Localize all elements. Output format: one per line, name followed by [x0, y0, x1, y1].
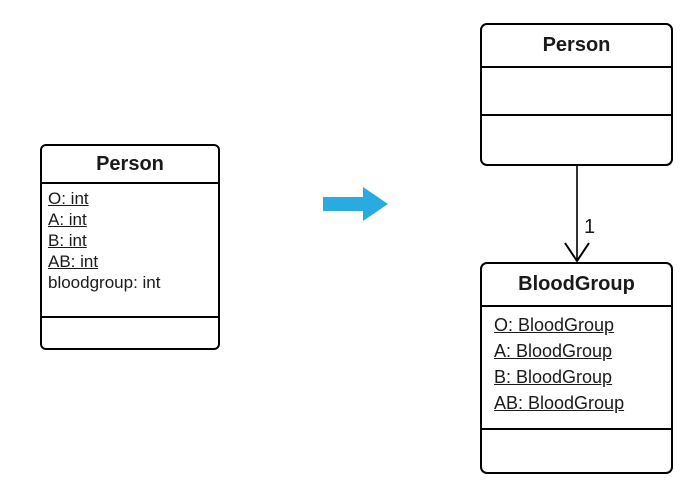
methods-compartment-empty — [482, 430, 671, 472]
multiplicity-label: 1 — [584, 216, 595, 238]
class-title-person-after: Person — [482, 25, 671, 68]
attribute-O-int: O: int — [48, 189, 89, 208]
class-title-person-before: Person — [42, 146, 218, 184]
attribute-B-bloodgroup: B: BloodGroup — [494, 367, 613, 387]
attributes-compartment: O: int A: int B: int AB: int bloodgroup:… — [42, 184, 218, 318]
transform-right-arrow-icon — [323, 187, 388, 221]
attribute-AB-int: AB: int — [48, 252, 99, 271]
attributes-compartment: O: BloodGroup A: BloodGroup B: BloodGrou… — [482, 307, 671, 430]
class-title-bloodgroup: BloodGroup — [482, 264, 671, 307]
attribute-O-bloodgroup: O: BloodGroup — [494, 315, 615, 335]
attribute-AB-bloodgroup: AB: BloodGroup — [494, 393, 625, 413]
association-arrow: 1 — [564, 165, 595, 263]
attribute-bloodgroup-int: bloodgroup: int — [48, 273, 161, 292]
class-box-bloodgroup: BloodGroup O: BloodGroup A: BloodGroup B… — [480, 262, 673, 474]
methods-compartment-empty — [42, 318, 218, 348]
class-box-person-before: Person O: int A: int B: int AB: int bloo… — [40, 144, 220, 350]
attribute-A-bloodgroup: A: BloodGroup — [494, 341, 613, 361]
attributes-compartment-empty — [482, 68, 671, 116]
attribute-A-int: A: int — [48, 210, 87, 229]
class-box-person-after: Person — [480, 23, 673, 166]
attribute-B-int: B: int — [48, 231, 87, 250]
methods-compartment-empty — [482, 116, 671, 164]
